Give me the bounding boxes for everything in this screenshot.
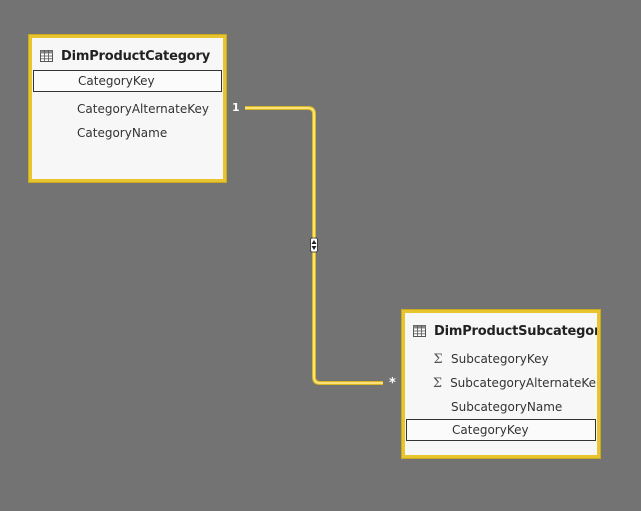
sigma-icon: Σ: [433, 351, 443, 367]
bidirectional-arrow-icon: [310, 237, 318, 253]
table-title: DimProductSubcategor: [434, 323, 600, 339]
to-cardinality-label: *: [389, 376, 396, 391]
field-label: SubcategoryAlternateKe: [450, 376, 596, 390]
from-cardinality-label: 1: [232, 101, 240, 114]
field-categoryname[interactable]: CategoryName: [33, 122, 222, 144]
table-card-header: DimProductCategory: [40, 46, 210, 66]
table-card-dimproductsubcategory[interactable]: DimProductSubcategor Σ SubcategoryKey Σ …: [402, 310, 600, 458]
field-label: CategoryName: [77, 126, 168, 140]
field-categoryalternatekey[interactable]: CategoryAlternateKey: [33, 98, 222, 120]
field-label: CategoryAlternateKey: [77, 102, 209, 116]
table-title: DimProductCategory: [61, 48, 211, 64]
field-categorykey[interactable]: CategoryKey: [33, 70, 222, 92]
table-card-header: DimProductSubcategor: [413, 321, 600, 341]
field-categorykey[interactable]: CategoryKey: [406, 419, 596, 441]
field-label: CategoryKey: [78, 74, 155, 88]
table-card-dimproductcategory[interactable]: DimProductCategory CategoryKey CategoryA…: [29, 35, 226, 182]
field-label: SubcategoryKey: [451, 352, 549, 366]
field-subcategoryalternatekey[interactable]: Σ SubcategoryAlternateKe: [406, 372, 596, 394]
table-icon: [413, 325, 426, 337]
table-icon: [40, 50, 53, 62]
field-subcategoryname[interactable]: SubcategoryName: [406, 396, 596, 418]
field-label: CategoryKey: [452, 423, 529, 437]
field-subcategorykey[interactable]: Σ SubcategoryKey: [406, 348, 596, 370]
field-label: SubcategoryName: [451, 400, 563, 414]
sigma-icon: Σ: [432, 375, 443, 391]
